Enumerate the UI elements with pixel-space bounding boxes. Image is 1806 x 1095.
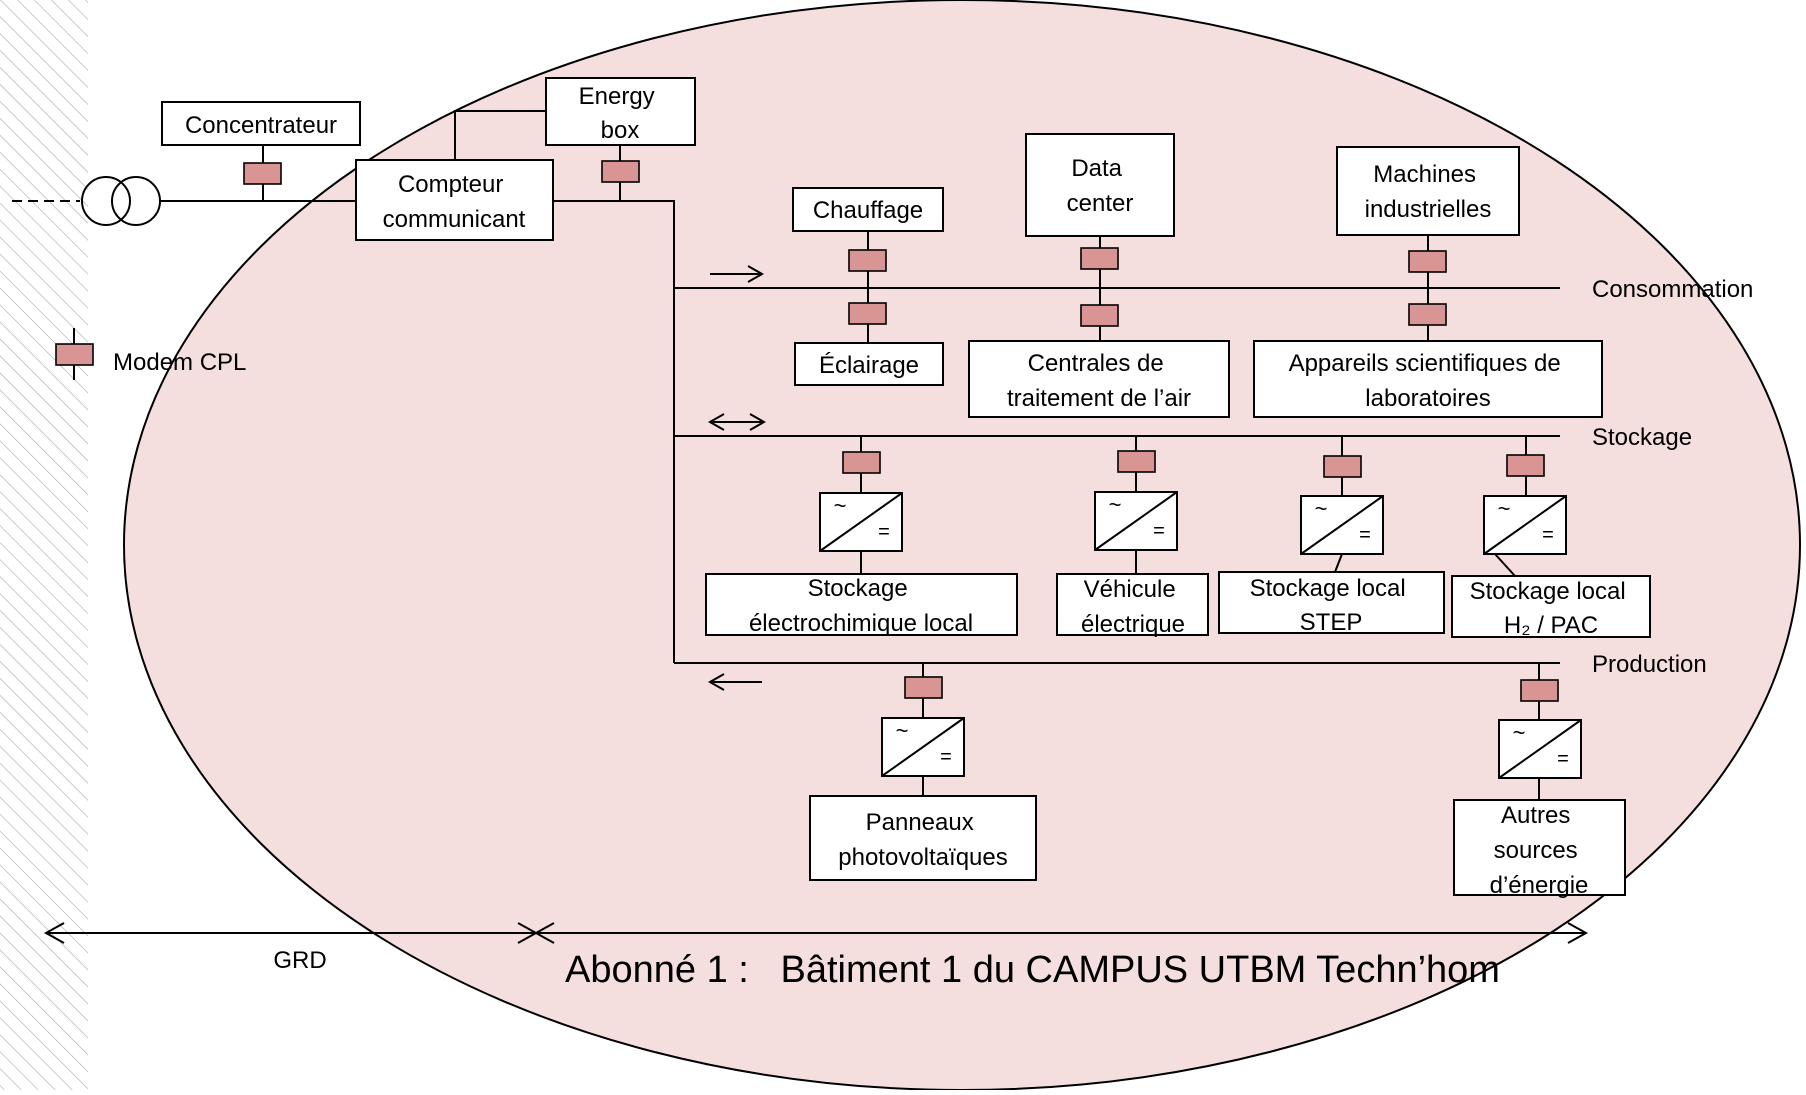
storage-electrochimique: ~ = Stockage électrochimique local <box>705 436 1018 637</box>
svg-text:=: = <box>1542 524 1554 546</box>
appareils-label: Appareils scientifiques de laboratoires <box>1289 350 1568 412</box>
svg-text:~: ~ <box>896 718 909 743</box>
concentrateur-label: Concentrateur <box>185 112 337 139</box>
concentrateur-node: Concentrateur <box>161 101 361 201</box>
storage-step: ~ = Stockage local STEP <box>1218 436 1445 636</box>
svg-text:=: = <box>1359 524 1371 546</box>
panneaux-label: Panneaux photovoltaïques <box>838 809 1007 871</box>
bus-stockage: Stockage <box>674 413 1692 451</box>
chauffage-label: Chauffage <box>813 197 923 224</box>
bus-production-label: Production <box>1592 651 1707 678</box>
bus-stockage-label: Stockage <box>1592 424 1692 451</box>
stock-h2-label: Stockage local H₂ / PAC <box>1470 578 1633 639</box>
svg-text:=: = <box>1153 520 1165 542</box>
modem-cpl-icon <box>848 249 887 272</box>
svg-text:~: ~ <box>1513 720 1526 745</box>
data-center-label: Data center <box>1067 155 1134 217</box>
modem-cpl-icon <box>243 162 282 185</box>
ac-dc-converter-icon: ~ = <box>819 492 903 552</box>
bus-consommation-label: Consommation <box>1592 276 1753 303</box>
transformer-icon <box>81 176 161 226</box>
hatched-margin <box>0 0 88 1090</box>
grd-span: GRD <box>43 922 539 974</box>
ac-dc-converter-icon: ~ = <box>1300 495 1384 555</box>
vehicule-label: Véhicule électrique <box>1081 576 1185 638</box>
svg-text:~: ~ <box>1109 492 1122 517</box>
machines-label: Machines industrielles <box>1365 161 1492 223</box>
centrales-label: Centrales de traitement de l’air <box>1007 350 1191 412</box>
modem-cpl-icon <box>1408 303 1447 326</box>
load-appareils: Appareils scientifiques de laboratoires <box>1253 288 1603 418</box>
eclairage-label: Éclairage <box>819 352 919 379</box>
modem-cpl-icon <box>55 343 94 366</box>
bus-consommation: Consommation <box>674 265 1753 303</box>
autres-label: Autres sources d’énergie <box>1490 802 1589 899</box>
svg-text:~: ~ <box>834 493 847 518</box>
modem-cpl-icon <box>842 451 881 474</box>
storage-vehicule: ~ = Véhicule électrique <box>1056 436 1209 638</box>
svg-text:=: = <box>1557 748 1569 770</box>
ac-dc-converter-icon: ~ = <box>881 717 965 777</box>
modem-cpl-icon <box>1520 679 1559 702</box>
modem-cpl-icon <box>1506 454 1545 477</box>
modem-cpl-icon <box>1080 247 1119 270</box>
modem-cpl-icon <box>1408 250 1447 273</box>
modem-cpl-icon <box>601 160 640 183</box>
grd-label: GRD <box>273 947 326 974</box>
svg-text:~: ~ <box>1498 496 1511 521</box>
modem-cpl-icon <box>1117 450 1156 473</box>
load-data-center: Data center <box>1025 133 1175 288</box>
load-machines: Machines industrielles <box>1336 146 1520 288</box>
load-chauffage: Chauffage <box>792 187 944 288</box>
modem-cpl-icon <box>1080 304 1119 327</box>
energy-box-label: Energy box <box>579 83 662 144</box>
ac-dc-converter-icon: ~ = <box>1483 495 1567 555</box>
production-autres: ~ = Autres sources d’énergie <box>1453 663 1626 899</box>
subscriber-span: Abonné 1 : Bâtiment 1 du CAMPUS UTBM Tec… <box>533 922 1589 991</box>
svg-text:=: = <box>878 521 890 543</box>
grid-feed <box>12 176 356 226</box>
load-centrales: Centrales de traitement de l’air <box>968 288 1230 418</box>
modem-cpl-icon <box>848 302 887 325</box>
production-pv: ~ = Panneaux photovoltaïques <box>809 663 1037 881</box>
legend-modem-label: Modem CPL <box>113 349 246 376</box>
stock-electro-label: Stockage électrochimique local <box>749 575 973 637</box>
modem-cpl-icon <box>904 676 943 699</box>
bus-production: Production <box>674 651 1707 691</box>
storage-h2: ~ = Stockage local H₂ / PAC <box>1451 436 1651 639</box>
svg-text:~: ~ <box>1315 496 1328 521</box>
ac-dc-converter-icon: ~ = <box>1498 719 1582 779</box>
load-eclairage: Éclairage <box>794 288 944 386</box>
svg-text:=: = <box>940 746 952 768</box>
main-trunk <box>553 200 675 663</box>
subscriber-label: Abonné 1 : Bâtiment 1 du CAMPUS UTBM Tec… <box>565 949 1500 991</box>
compteur-label: Compteur communicant <box>383 171 526 233</box>
energy-box-node: Energy box <box>545 77 696 201</box>
ac-dc-converter-icon: ~ = <box>1094 491 1178 551</box>
stock-step-label: Stockage local STEP <box>1250 575 1413 636</box>
modem-cpl-icon <box>1323 455 1362 478</box>
legend: Modem CPL <box>55 328 246 380</box>
